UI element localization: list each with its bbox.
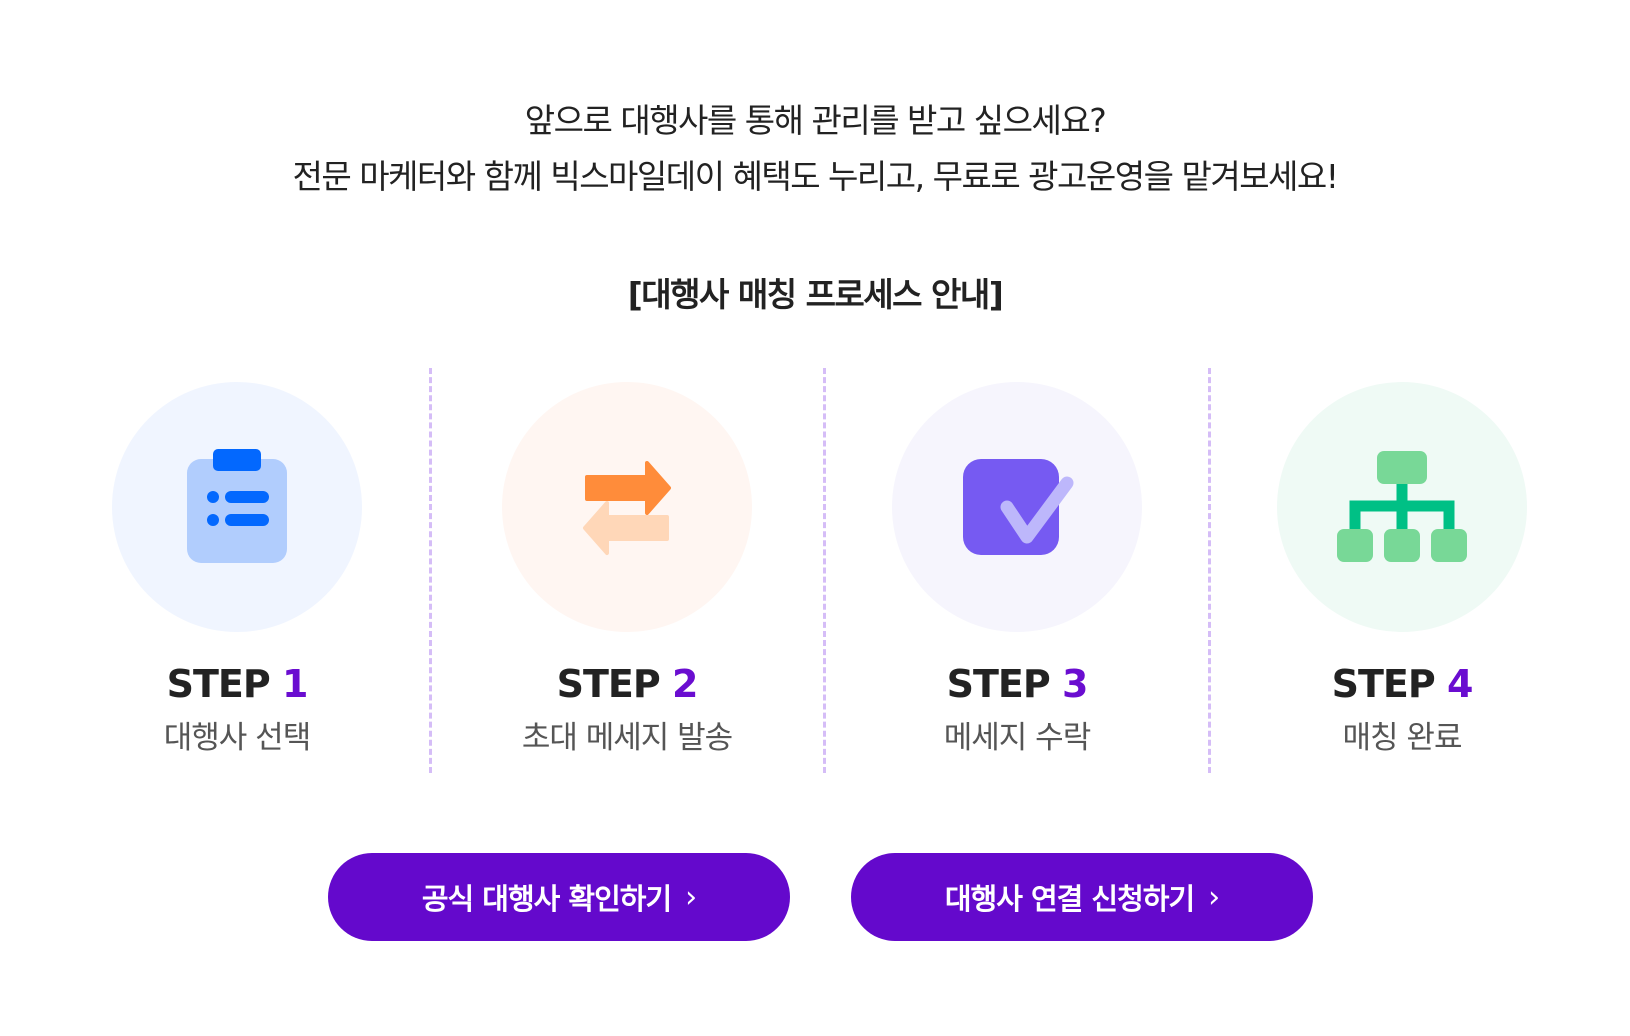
hierarchy-icon: [1337, 451, 1467, 562]
button-label: 공식 대행사 확인하기: [421, 882, 672, 916]
chevron-right-icon: ›: [1208, 879, 1220, 915]
step-number: 3: [1061, 662, 1088, 706]
step-3: STEP 3 메세지 수락: [867, 382, 1167, 757]
step-prefix: STEP: [946, 662, 1051, 706]
step-1: STEP 1 대행사 선택: [87, 382, 387, 757]
step-2: STEP 2 초대 메세지 발송: [477, 382, 777, 757]
step-number: 2: [671, 662, 698, 706]
step-title: STEP 4: [1252, 662, 1552, 706]
step-4: STEP 4 매칭 완료: [1252, 382, 1552, 757]
divider: [429, 368, 432, 773]
step-label: 대행사 선택: [163, 720, 311, 756]
step-title: STEP 1: [87, 662, 387, 706]
step-title: STEP 2: [477, 662, 777, 706]
step-icon-circle: [1277, 382, 1527, 632]
step-icon-circle: [502, 382, 752, 632]
step-prefix: STEP: [556, 662, 661, 706]
request-agency-connection-button[interactable]: 대행사 연결 신청하기 ›: [851, 853, 1313, 941]
process-heading: [대행사 매칭 프로세스 안내]: [627, 275, 1004, 314]
step-number: 4: [1446, 662, 1473, 706]
exchange-arrows-icon: [583, 461, 671, 555]
chevron-right-icon: ›: [685, 879, 697, 915]
intro-line-2: 전문 마케터와 함께 빅스마일데이 혜택도 누리고, 무료로 광고운영을 맡겨보…: [292, 157, 1339, 196]
step-icon-circle: [112, 382, 362, 632]
intro-line-1: 앞으로 대행사를 통해 관리를 받고 싶으세요?: [524, 101, 1107, 140]
step-number: 1: [281, 662, 308, 706]
view-official-agencies-button[interactable]: 공식 대행사 확인하기 ›: [328, 853, 790, 941]
divider: [1208, 368, 1211, 773]
divider: [823, 368, 826, 773]
step-label: 매칭 완료: [1342, 720, 1463, 756]
step-icon-circle: [892, 382, 1142, 632]
step-prefix: STEP: [166, 662, 271, 706]
step-label: 초대 메세지 발송: [521, 720, 733, 756]
step-title: STEP 3: [867, 662, 1167, 706]
button-label: 대행사 연결 신청하기: [944, 882, 1195, 916]
checkbox-icon: [963, 459, 1074, 555]
step-label: 메세지 수락: [943, 720, 1091, 756]
clipboard-list-icon: [187, 449, 287, 563]
step-prefix: STEP: [1331, 662, 1436, 706]
